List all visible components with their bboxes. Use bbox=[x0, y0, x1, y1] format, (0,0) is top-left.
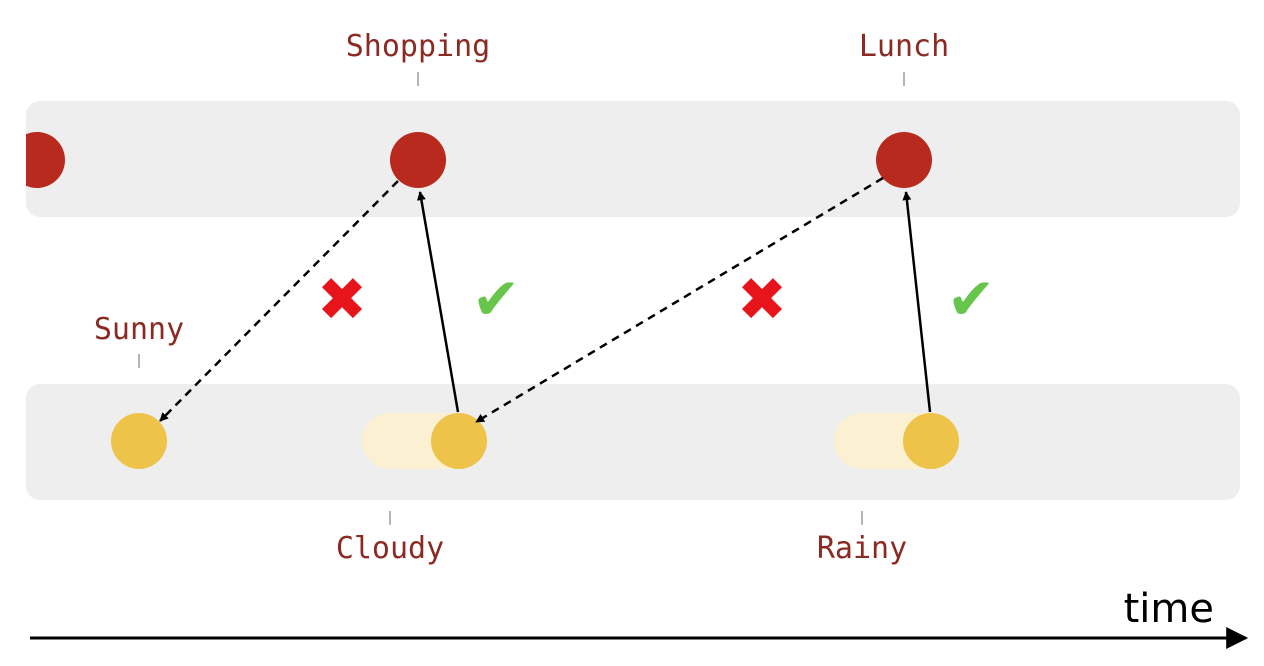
cloudy-label: Cloudy bbox=[336, 531, 444, 566]
cross-mark-2: ✖ bbox=[737, 265, 787, 335]
sunny-dot bbox=[111, 413, 167, 469]
check-mark-2: ✔ bbox=[947, 265, 996, 333]
rainy-dot bbox=[903, 413, 959, 469]
bottom-track bbox=[26, 384, 1240, 500]
sunny-label: Sunny bbox=[94, 312, 184, 347]
lunch-to-cloudy-arrow bbox=[475, 176, 884, 424]
lunch-label: Lunch bbox=[859, 29, 949, 64]
shopping-label: Shopping bbox=[346, 29, 491, 64]
check-mark-1: ✔ bbox=[472, 265, 521, 333]
rainy-to-lunch-arrow bbox=[902, 191, 932, 413]
time-axis-label: time bbox=[1124, 586, 1214, 632]
top-track bbox=[26, 101, 1240, 217]
shopping-to-sunny-arrow bbox=[159, 180, 399, 422]
cloudy-to-shopping-arrow bbox=[416, 191, 460, 413]
offscreen-top-dot bbox=[26, 132, 65, 188]
cross-mark-1: ✖ bbox=[317, 265, 367, 335]
shopping-dot bbox=[390, 132, 446, 188]
cloudy-dot bbox=[431, 413, 487, 469]
rainy-label: Rainy bbox=[817, 531, 907, 566]
lunch-dot bbox=[876, 132, 932, 188]
